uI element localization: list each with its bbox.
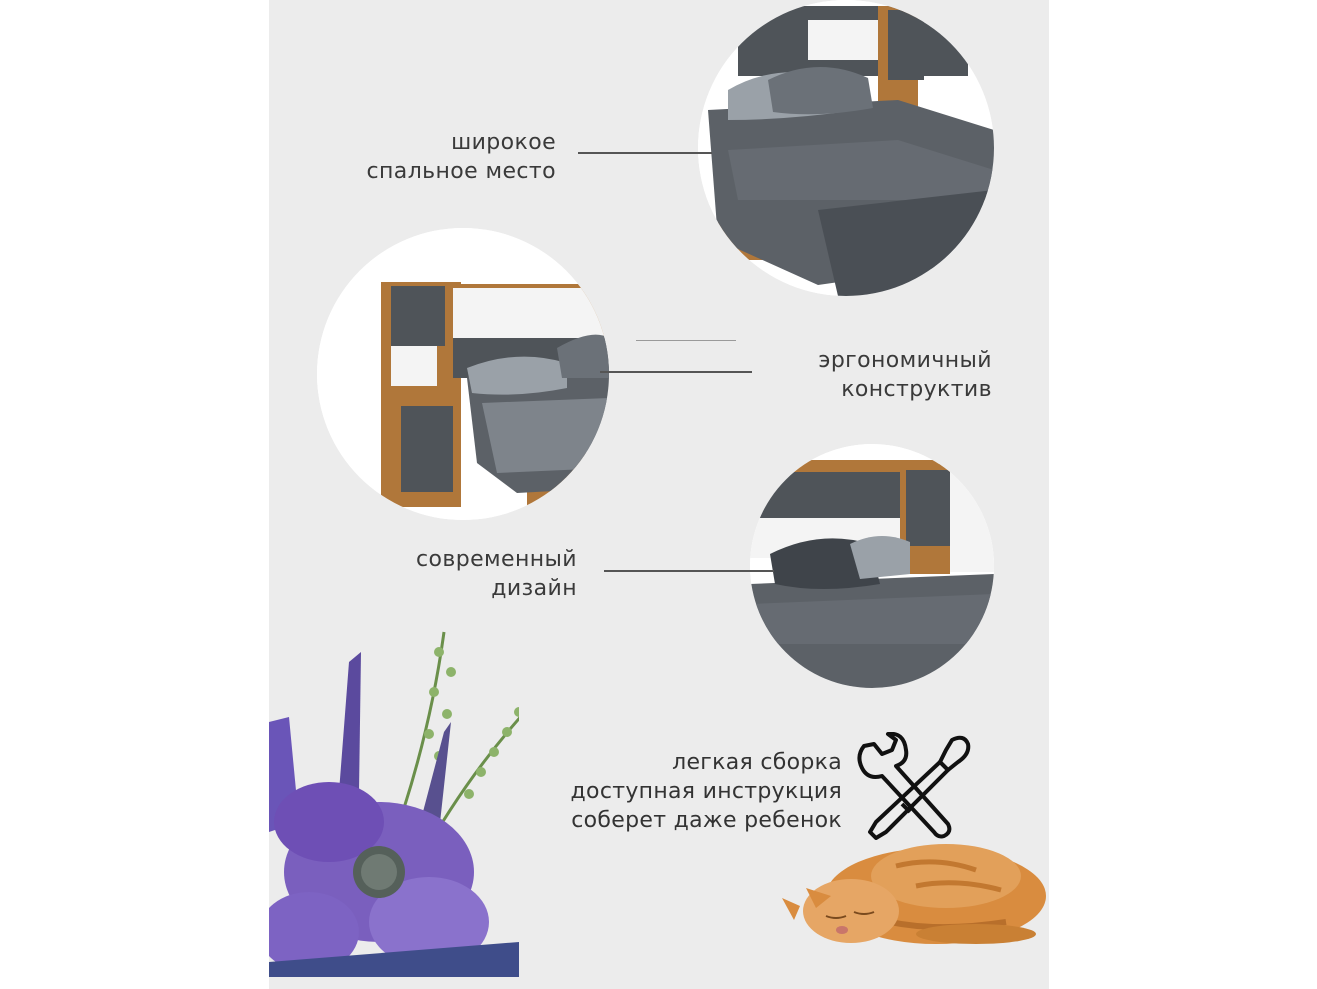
- label-ergonomic: эргономичный конструктив: [760, 346, 992, 404]
- connector-ergonomic: [600, 371, 752, 373]
- connector-sleep: [578, 152, 712, 154]
- label-sleep-line2: спальное место: [366, 159, 556, 184]
- flower-bouquet-image: [259, 622, 536, 981]
- label-sleep: широкое спальное место: [300, 128, 556, 186]
- label-ergonomic-line1: эргономичный: [818, 348, 992, 373]
- bed-headboard-photo: [750, 444, 994, 688]
- bed-closeup-photo: [698, 0, 994, 296]
- bed-full-view-photo: [317, 228, 609, 520]
- label-design: современный дизайн: [330, 545, 577, 603]
- label-ergonomic-line2: конструктив: [841, 377, 992, 402]
- sleeping-cat-image: [776, 826, 1056, 950]
- label-design-line2: дизайн: [491, 576, 577, 601]
- tools-icon: [852, 731, 972, 846]
- feature-child-can-assemble: соберет даже ребенок: [571, 808, 842, 833]
- accent-line-faint: [636, 340, 736, 341]
- connector-design: [604, 570, 774, 572]
- label-sleep-line1: широкое: [451, 130, 556, 155]
- feature-instructions: доступная инструкция: [570, 779, 842, 804]
- wrench-icon: [857, 731, 952, 839]
- label-design-line1: современный: [416, 547, 577, 572]
- assembly-features: легкая сборка доступная инструкция собер…: [500, 748, 842, 835]
- screwdriver-icon: [868, 735, 971, 840]
- feature-easy-assembly: легкая сборка: [672, 750, 842, 775]
